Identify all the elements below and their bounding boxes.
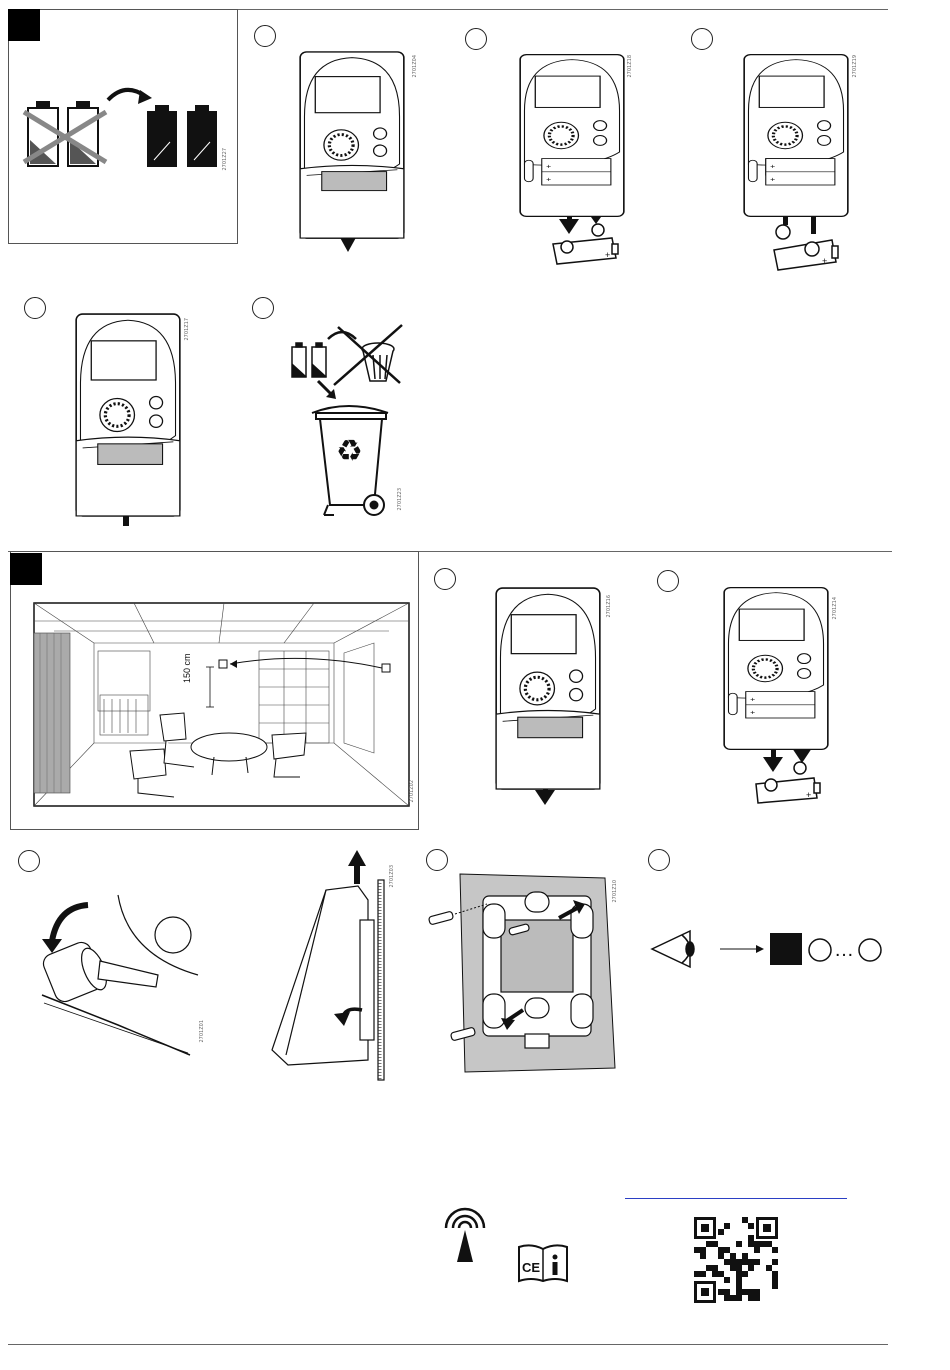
figure-code: 2701Z01 <box>199 1020 205 1043</box>
eye-icon <box>652 931 694 967</box>
radio-signal-icon <box>442 1204 488 1264</box>
section-marker-icon <box>770 933 802 965</box>
thermostat-device <box>494 586 602 791</box>
recycling-bin-icon: ♻ <box>312 406 388 515</box>
thermostat-device: ++ <box>722 586 830 751</box>
eye-reference <box>650 925 890 975</box>
svg-text:+: + <box>750 695 756 703</box>
thermostat-source <box>382 664 390 672</box>
qr-code-icon[interactable] <box>692 1215 780 1305</box>
figure-code: 2701Z10 <box>612 880 618 903</box>
figure-code: 2701Z03 <box>389 865 395 888</box>
screwdriver-figure <box>38 895 198 1055</box>
link-underline[interactable] <box>625 1198 847 1199</box>
svg-text:CE: CE <box>522 1260 540 1275</box>
thermostat-target <box>219 660 227 668</box>
thermostat-device: ++ <box>742 53 850 218</box>
battery-icon: + <box>756 762 820 803</box>
battery-icon: + <box>553 224 618 264</box>
svg-text:+: + <box>770 176 776 184</box>
svg-text:♻: ♻ <box>336 434 363 469</box>
range-ellipsis: … <box>834 940 854 960</box>
wall-plate-figure <box>425 874 615 1074</box>
thermostat-device: ++ <box>518 53 626 218</box>
curtain <box>34 633 70 793</box>
svg-text:+: + <box>546 176 552 184</box>
ce-info-icon: CE <box>517 1243 569 1283</box>
figure-code: 2701Z02 <box>409 780 415 803</box>
arrow-icon <box>52 905 88 941</box>
wastebasket-icon <box>334 325 402 385</box>
thermostat-device <box>298 50 406 240</box>
svg-text:+: + <box>546 162 552 170</box>
disposal-figure: ♻ <box>288 325 408 520</box>
svg-text:+: + <box>750 709 756 717</box>
battery-icon: + <box>774 225 838 270</box>
table <box>191 733 267 761</box>
arrow-icon <box>318 381 332 395</box>
svg-text:+: + <box>770 162 776 170</box>
step-circle <box>809 939 831 961</box>
mounting-height-label: 150 cm <box>182 653 192 683</box>
svg-text:+: + <box>605 250 610 260</box>
room-illustration <box>34 603 409 806</box>
step-circle <box>859 939 881 961</box>
wall-side-figure <box>268 850 398 1085</box>
thermostat-device <box>74 312 182 518</box>
arrow-icon <box>348 850 366 866</box>
svg-text:+: + <box>806 790 811 800</box>
battery-icon <box>292 343 326 377</box>
svg-text:+: + <box>822 256 827 266</box>
